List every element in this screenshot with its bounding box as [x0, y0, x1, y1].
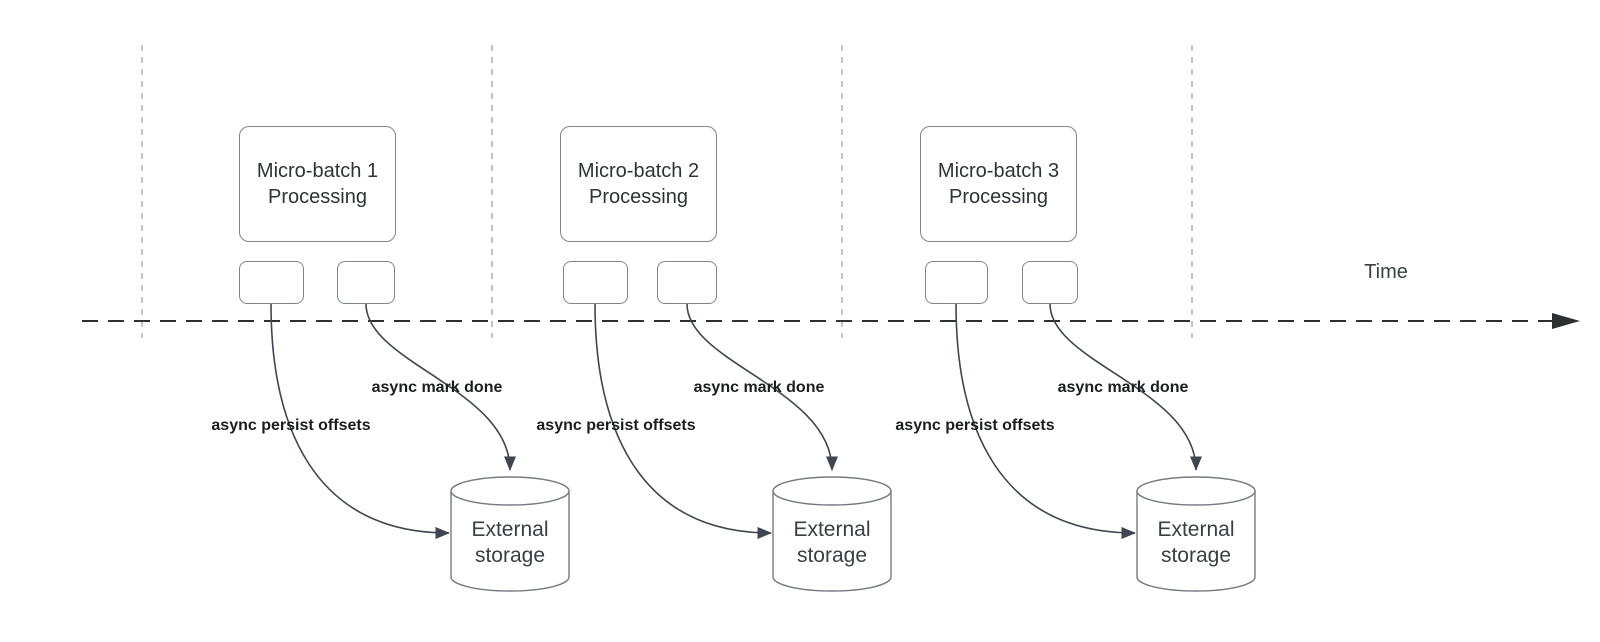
external-storage-line1: External: [471, 518, 549, 541]
microbatch-1-done-task-box: [337, 261, 395, 304]
microbatch-1-title-line2: Processing: [268, 186, 367, 208]
persist-offsets-arrow-1: [270, 303, 450, 539]
external-storage-label-1: External storage: [451, 517, 569, 569]
time-axis-label: Time: [1364, 261, 1408, 283]
cylinder-body: [772, 491, 892, 592]
microbatch-3-done-task-box: [1022, 261, 1078, 304]
mark-done-arrow-1: [365, 303, 516, 471]
cylinder-body: [450, 491, 570, 592]
microbatch-2-offset-task-box: [563, 261, 628, 304]
mark-done-label-1: async mark done: [371, 379, 503, 396]
mark-done-label-2: async mark done: [693, 379, 825, 396]
external-storage-cylinder-1: [450, 476, 570, 592]
external-storage-line2: storage: [796, 544, 868, 567]
microbatch-2-title-line2: Processing: [589, 186, 688, 208]
microbatch-1-offset-task-box: [239, 261, 304, 304]
microbatch-3-title-line2: Processing: [949, 186, 1048, 208]
time-axis-arrowhead-icon: [1552, 313, 1580, 329]
microbatch-2-title-line1: Micro-batch 2: [577, 160, 700, 182]
external-storage-line2: storage: [474, 544, 546, 567]
microbatch-3-offset-task-box: [925, 261, 988, 304]
microbatch-2-done-task-box: [657, 261, 717, 304]
cylinder-top: [450, 476, 570, 506]
persist-offsets-label-1: async persist offsets: [211, 417, 371, 434]
external-storage-line1: External: [793, 518, 871, 541]
mark-done-arrow-2: [686, 303, 838, 471]
microbatch-2-processing-box: Micro-batch 2 Processing: [560, 126, 717, 242]
cylinder-body: [1136, 491, 1256, 592]
microbatch-1-title-line1: Micro-batch 1: [256, 160, 379, 182]
mark-done-arrow-3: [1049, 303, 1202, 471]
cylinder-top: [1136, 476, 1256, 506]
cylinder-top: [772, 476, 892, 506]
persist-offsets-arrow-3: [955, 303, 1136, 539]
external-storage-line1: External: [1157, 518, 1235, 541]
persist-offsets-label-2: async persist offsets: [536, 417, 696, 434]
microbatch-3-title-line1: Micro-batch 3: [937, 160, 1060, 182]
external-storage-label-2: External storage: [773, 517, 891, 569]
microbatch-1-processing-box: Micro-batch 1 Processing: [239, 126, 396, 242]
external-storage-cylinder-3: [1136, 476, 1256, 592]
microbatch-3-processing-box: Micro-batch 3 Processing: [920, 126, 1077, 242]
mark-done-label-3: async mark done: [1057, 379, 1189, 396]
external-storage-cylinder-2: [772, 476, 892, 592]
external-storage-line2: storage: [1160, 544, 1232, 567]
persist-offsets-label-3: async persist offsets: [895, 417, 1055, 434]
persist-offsets-arrow-2: [594, 303, 772, 539]
external-storage-label-3: External storage: [1137, 517, 1255, 569]
